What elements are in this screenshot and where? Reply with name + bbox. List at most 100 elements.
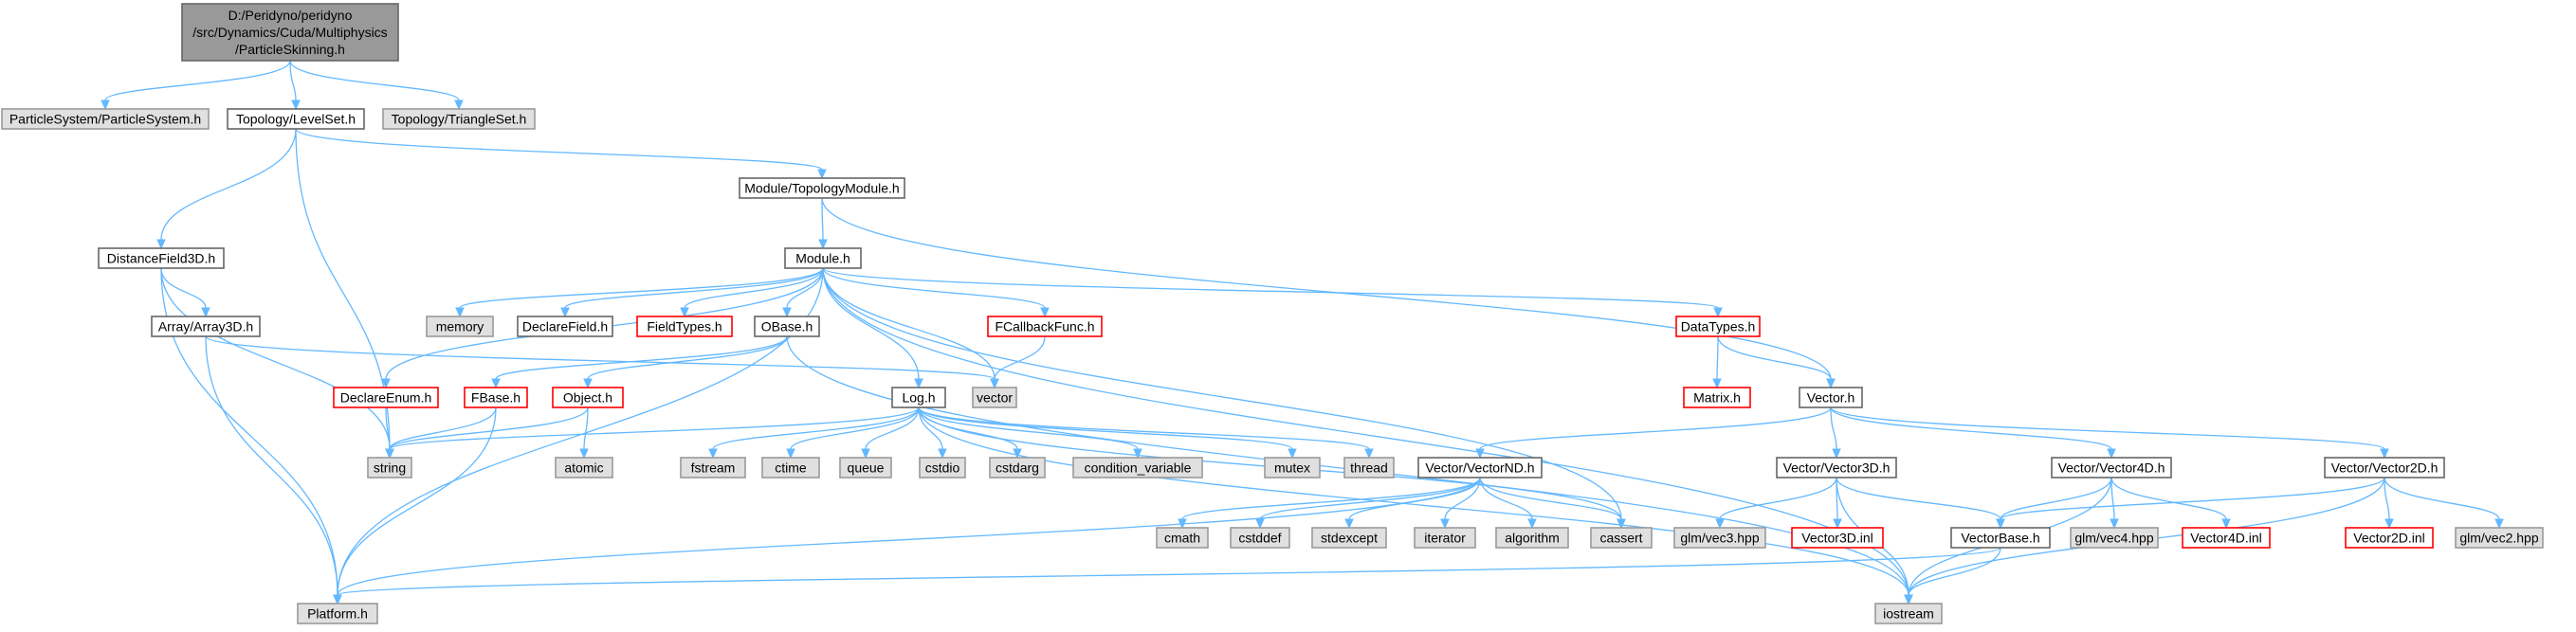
node-cassert[interactable]: cassert <box>1590 527 1653 549</box>
node-iostream[interactable]: iostream <box>1874 603 1943 624</box>
node-glmvec3[interactable]: glm/vec3.hpp <box>1673 527 1766 549</box>
edge-module-to-memory <box>455 267 824 318</box>
edge-vectorh-to-vec3d <box>1830 406 1841 460</box>
node-vec3dinl[interactable]: Vector3D.inl <box>1791 527 1884 549</box>
node-platform[interactable]: Platform.h <box>297 603 378 624</box>
node-vec2d[interactable]: Vector/Vector2D.h <box>2324 457 2445 479</box>
node-root[interactable]: D:/Peridyno/peridyno/src/Dynamics/Cuda/M… <box>181 3 399 62</box>
node-condvar[interactable]: condition_variable <box>1072 457 1203 479</box>
node-vec2dinl[interactable]: Vector2D.inl <box>2345 527 2434 549</box>
edge-log-to-cstdio <box>918 406 947 460</box>
node-array3d[interactable]: Array/Array3D.h <box>151 316 261 337</box>
node-label: DataTypes.h <box>1681 319 1756 334</box>
node-cstddef[interactable]: cstddef <box>1230 527 1290 549</box>
node-glmvec4[interactable]: glm/vec4.hpp <box>2070 527 2159 549</box>
node-fieldtypes[interactable]: FieldTypes.h <box>636 316 733 337</box>
edge-topomod-to-module <box>818 197 828 250</box>
node-vecnd[interactable]: Vector/VectorND.h <box>1417 457 1543 479</box>
node-string[interactable]: string <box>367 457 412 479</box>
edge-module-to-vector <box>822 267 999 389</box>
node-label: Vector4D.inl <box>2190 531 2261 546</box>
node-box <box>1791 527 1884 549</box>
node-vectorh[interactable]: Vector.h <box>1799 387 1863 408</box>
node-box <box>891 387 946 408</box>
node-declfield[interactable]: DeclareField.h <box>517 316 613 337</box>
node-topomod[interactable]: Module/TopologyModule.h <box>739 177 905 199</box>
edge-log-to-condvar <box>918 406 1142 460</box>
node-label: Vector/Vector3D.h <box>1783 460 1891 476</box>
node-algorithm[interactable]: algorithm <box>1495 527 1569 549</box>
node-atomic[interactable]: atomic <box>555 457 613 479</box>
node-box <box>1683 387 1751 408</box>
node-label: FieldTypes.h <box>647 319 722 334</box>
node-label: Vector2D.inl <box>2353 531 2424 546</box>
node-fcallback[interactable]: FCallbackFunc.h <box>987 316 1103 337</box>
node-label: iterator <box>1424 531 1466 546</box>
edge-log-to-thread <box>918 406 1374 460</box>
node-box <box>1230 527 1290 549</box>
node-box <box>2182 527 2271 549</box>
node-vector[interactable]: vector <box>972 387 1017 408</box>
node-stdexcept[interactable]: stdexcept <box>1311 527 1387 549</box>
node-label: iostream <box>1883 606 1934 622</box>
node-box <box>1673 527 1766 549</box>
node-box <box>754 316 820 337</box>
node-psys[interactable]: ParticleSystem/ParticleSystem.h <box>1 108 210 130</box>
node-iterator[interactable]: iterator <box>1414 527 1476 549</box>
node-module[interactable]: Module.h <box>784 247 862 269</box>
edge-vectorh-to-vec2d <box>1830 406 2389 460</box>
node-df3d[interactable]: DistanceField3D.h <box>98 247 225 269</box>
edge-vectorh-to-vecnd <box>1475 406 1832 460</box>
node-box <box>2455 527 2544 549</box>
node-label: OBase.h <box>761 319 813 334</box>
node-box <box>784 247 862 269</box>
node-triset[interactable]: Topology/TriangleSet.h <box>382 108 536 130</box>
node-box <box>181 3 399 62</box>
node-ctime[interactable]: ctime <box>761 457 820 479</box>
node-label: thread <box>1350 460 1388 476</box>
node-box <box>989 457 1046 479</box>
node-levelset[interactable]: Topology/LevelSet.h <box>227 108 365 130</box>
node-obase[interactable]: OBase.h <box>754 316 820 337</box>
node-vec3d[interactable]: Vector/Vector3D.h <box>1776 457 1897 479</box>
node-thread[interactable]: thread <box>1343 457 1395 479</box>
node-vec4d[interactable]: Vector/Vector4D.h <box>2051 457 2172 479</box>
node-fbase[interactable]: FBase.h <box>464 387 528 408</box>
node-box <box>1417 457 1543 479</box>
node-mutex[interactable]: mutex <box>1264 457 1321 479</box>
node-box <box>2345 527 2434 549</box>
node-datatypes[interactable]: DataTypes.h <box>1675 316 1761 337</box>
node-log[interactable]: Log.h <box>891 387 946 408</box>
node-box <box>227 108 365 130</box>
node-label: condition_variable <box>1085 460 1192 476</box>
edge-fcallback-to-vector <box>990 335 1046 389</box>
edge-levelset-to-string <box>295 128 394 460</box>
node-box <box>972 387 1017 408</box>
node-glmvec2[interactable]: glm/vec2.hpp <box>2455 527 2544 549</box>
node-box <box>1874 603 1943 624</box>
node-box <box>1264 457 1321 479</box>
edge-vec2d-to-vecbase <box>1996 477 2385 530</box>
node-label: Topology/TriangleSet.h <box>392 112 527 127</box>
node-box <box>636 316 733 337</box>
node-box <box>1414 527 1476 549</box>
edge-root-to-triset <box>289 60 464 111</box>
node-label: Vector/Vector2D.h <box>2331 460 2439 476</box>
node-vec4dinl[interactable]: Vector4D.inl <box>2182 527 2271 549</box>
node-matrix[interactable]: Matrix.h <box>1683 387 1751 408</box>
node-object[interactable]: Object.h <box>552 387 624 408</box>
node-label: D:/Peridyno/peridyno <box>228 8 353 23</box>
node-cmath[interactable]: cmath <box>1156 527 1209 549</box>
edge-array3d-to-platform <box>205 335 342 605</box>
node-box <box>1799 387 1863 408</box>
node-memory[interactable]: memory <box>426 316 494 337</box>
edge-vec2d-to-glmvec2 <box>2384 477 2504 530</box>
node-vecbase[interactable]: VectorBase.h <box>1950 527 2051 549</box>
node-cstdio[interactable]: cstdio <box>919 457 966 479</box>
node-label: Module/TopologyModule.h <box>744 181 899 196</box>
node-queue[interactable]: queue <box>839 457 892 479</box>
node-label: DeclareField.h <box>522 319 608 334</box>
node-fstream[interactable]: fstream <box>680 457 746 479</box>
node-declenum[interactable]: DeclareEnum.h <box>333 387 439 408</box>
node-cstdarg[interactable]: cstdarg <box>989 457 1046 479</box>
